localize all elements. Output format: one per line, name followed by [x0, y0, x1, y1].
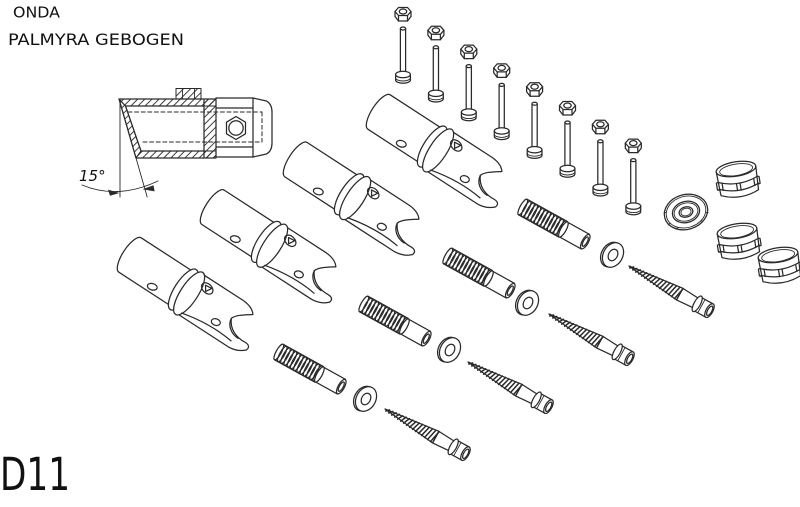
section-detail-view: 15° — [79, 88, 273, 198]
expansion-anchor — [515, 197, 593, 252]
bolt-and-nut — [493, 63, 511, 141]
hex-head-screw — [380, 400, 474, 464]
hex-head-screw — [624, 257, 718, 321]
hex-nut-section — [225, 115, 247, 141]
angle-arrow-left — [108, 189, 120, 196]
bolt-and-nut — [394, 6, 412, 84]
cover-cap-bottom-view — [659, 188, 713, 236]
angle-dimension-arc — [81, 180, 159, 193]
bolt-and-nut — [558, 100, 577, 178]
bolt-and-nut — [525, 82, 544, 160]
cover-cap — [712, 157, 763, 201]
clamp-block-outline — [215, 97, 273, 158]
bolt-and-nut — [427, 25, 445, 103]
bolt-and-nut — [624, 138, 642, 216]
top-boss-section — [175, 88, 202, 100]
angle-label: 15° — [79, 167, 106, 185]
bolt-and-nut — [591, 119, 610, 197]
expansion-anchor — [271, 342, 349, 397]
bolt-and-nut — [460, 44, 478, 122]
angle-extension-lines — [119, 98, 148, 198]
expansion-anchor — [440, 246, 518, 301]
washer — [432, 332, 466, 368]
angle-arrow-right — [142, 185, 155, 192]
product-line-title: ONDA — [13, 4, 60, 22]
model-title: PALMYRA GEBOGEN — [8, 30, 184, 49]
sleeve-end-wall-section — [203, 98, 217, 159]
cover-cap — [713, 219, 764, 263]
hex-head-screw — [463, 353, 557, 417]
sheet-code: D11 — [0, 448, 70, 501]
cover-cap — [754, 243, 800, 287]
washer — [510, 285, 544, 321]
washer — [595, 237, 629, 273]
washer — [348, 381, 382, 417]
sleeve-miter-wall-section — [118, 98, 142, 159]
sleeve-top-wall-section — [118, 98, 217, 107]
hex-head-screw — [544, 305, 638, 369]
expansion-anchor — [356, 294, 434, 349]
parts-layer — [109, 6, 800, 464]
